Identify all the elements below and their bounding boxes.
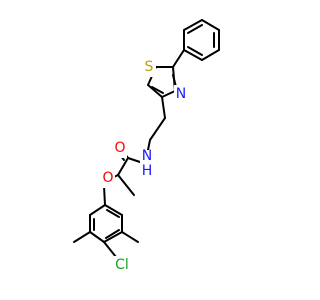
bond-line-17 bbox=[161, 96, 166, 119]
bond-line-37 bbox=[121, 231, 139, 243]
nh-atom-bg bbox=[140, 150, 154, 178]
bond-line-35 bbox=[106, 209, 120, 218]
bond-line-23 bbox=[117, 157, 129, 176]
bond-line-30 bbox=[103, 231, 123, 243]
bonds-group bbox=[73, 19, 220, 258]
chemical-structure-diagram: S N N H O O Cl bbox=[73, 19, 220, 274]
chlorine-atom-label: Cl bbox=[115, 257, 129, 273]
bond-line-26 bbox=[103, 185, 106, 206]
bond-line-6 bbox=[187, 24, 203, 34]
bond-line-32 bbox=[104, 204, 123, 216]
bond-line-8 bbox=[187, 46, 203, 56]
sulfur-atom-label: S bbox=[145, 59, 154, 75]
bond-line-38 bbox=[103, 241, 117, 258]
carbonyl-oxygen-atom-label: O bbox=[114, 140, 125, 156]
n-thiazole-atom-bg bbox=[174, 85, 188, 103]
bond-line-24 bbox=[117, 174, 135, 196]
cl-atom-bg bbox=[110, 256, 134, 274]
bond-line-20 bbox=[127, 157, 141, 163]
bond-line-0 bbox=[183, 19, 203, 31]
bond-line-9 bbox=[172, 49, 185, 68]
o-carbonyl-atom-bg bbox=[113, 140, 127, 158]
bond-line-27 bbox=[89, 204, 106, 216]
bond-line-34 bbox=[105, 229, 120, 239]
ether-oxygen-atom-label: O bbox=[102, 170, 113, 186]
s-atom-bg bbox=[142, 59, 156, 77]
bond-line-12 bbox=[147, 84, 163, 98]
atom-labels-group: S N N H O O Cl bbox=[101, 59, 188, 274]
bond-line-19 bbox=[147, 139, 151, 151]
bond-line-13 bbox=[161, 90, 176, 98]
bond-line-4 bbox=[183, 49, 203, 61]
bond-line-36 bbox=[73, 231, 91, 243]
bond-line-1 bbox=[201, 19, 220, 31]
o-ether-atom-bg bbox=[101, 170, 115, 188]
bond-line-3 bbox=[201, 49, 220, 61]
amide-hydrogen-atom-label: H bbox=[142, 163, 153, 179]
thiazole-nitrogen-atom-label: N bbox=[176, 86, 186, 102]
amide-nitrogen-atom-label: N bbox=[142, 148, 152, 164]
bond-line-29 bbox=[89, 231, 105, 243]
bond-line-15 bbox=[151, 86, 164, 94]
bond-line-18 bbox=[149, 117, 166, 141]
